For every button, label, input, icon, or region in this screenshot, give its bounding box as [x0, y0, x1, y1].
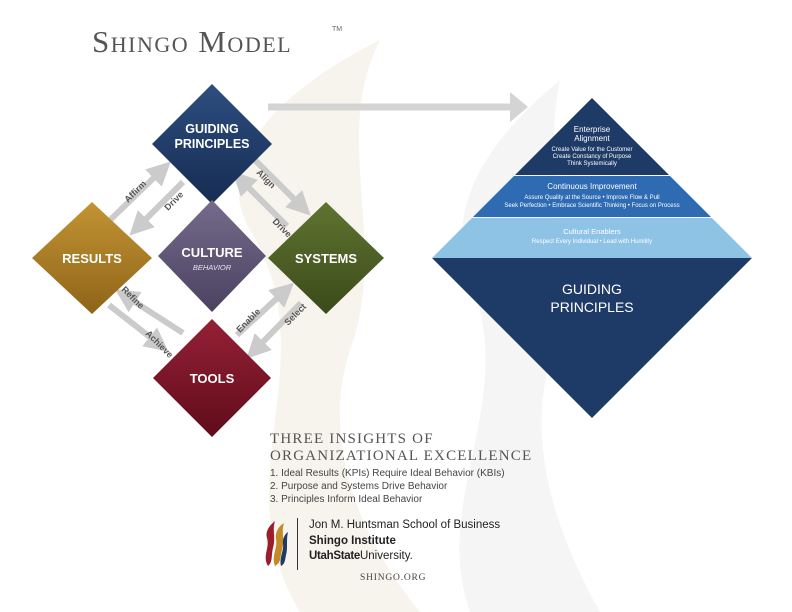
guiding-label-line2: PRINCIPLES [174, 137, 249, 151]
arrow-refine [114, 289, 185, 336]
pyramid-continuous-improvement [473, 176, 711, 217]
arrow-affirm [105, 161, 171, 225]
pyramid-guiding-line-1: GUIDING [562, 281, 622, 297]
enterprise-line-1: Create Value for the Customer [552, 147, 633, 153]
big-arrow-icon [268, 92, 528, 122]
insight-item-3: 3. Principles Inform Ideal Behavior [270, 494, 423, 505]
shingo-pyramid: Enterprise Alignment Create Value for th… [432, 98, 752, 418]
arrow-label-drive-right: Drive [271, 216, 294, 239]
arrow-label-drive-left: Drive [162, 189, 185, 212]
insights-title-line2: ORGANIZATIONAL EXCELLENCE [270, 448, 533, 464]
arrow-label-align: Align [255, 167, 278, 190]
school-name: Jon M. Huntsman School of Business [309, 519, 501, 531]
university-name-bold: UtahState [309, 550, 360, 562]
pyramid-cultural-enablers [432, 218, 752, 258]
continuous-line-2: Seek Perfection • Embrace Scientific Thi… [504, 203, 679, 209]
logo-divider [297, 518, 298, 570]
results-diamond: RESULTS [32, 202, 152, 314]
pyramid-enterprise-alignment [515, 98, 669, 175]
cultural-title: Cultural Enablers [563, 227, 621, 236]
results-label: RESULTS [62, 251, 122, 266]
arrow-label-achieve: Achieve [144, 328, 175, 359]
logo-text: Jon M. Huntsman School of Business Shing… [309, 518, 500, 564]
continuous-line-1: Assure Quality at the Source • Improve F… [524, 195, 659, 201]
enterprise-line-3: Think Systemically [567, 161, 617, 167]
systems-diamond: SYSTEMS [268, 202, 384, 314]
arrow-enable [234, 282, 294, 338]
enterprise-line-2: Create Constancy of Purpose [553, 154, 632, 160]
arrow-drive-right [232, 171, 290, 229]
guiding-principles-diamond: GUIDING PRINCIPLES [152, 84, 272, 204]
enterprise-title-2: Alignment [574, 134, 610, 143]
insight-item-1: 1. Ideal Results (KPIs) Require Ideal Be… [270, 468, 505, 479]
arrow-label-enable: Enable [234, 306, 262, 334]
website-link[interactable]: SHINGO.ORG [360, 573, 427, 583]
enterprise-title-1: Enterprise [574, 125, 611, 134]
arrow-align [251, 156, 311, 216]
insights-title-line1: THREE INSIGHTS OF [270, 431, 434, 447]
arrow-select [246, 300, 304, 359]
arrow-achieve [107, 302, 169, 352]
cultural-line-1: Respect Every Individual • Lead with Hum… [532, 239, 652, 245]
continuous-title: Continuous Improvement [547, 182, 637, 191]
pyramid-guiding-principles [432, 258, 752, 418]
guiding-label-line1: GUIDING [185, 122, 238, 136]
insight-item-2: 2. Purpose and Systems Drive Behavior [270, 481, 448, 492]
tools-label: TOOLS [190, 371, 235, 386]
arrow-label-affirm: Affirm [122, 179, 148, 205]
culture-label: CULTURE [181, 245, 242, 260]
trademark-mark: TM [332, 26, 343, 33]
university-name: UtahStateUniversity. [309, 549, 500, 564]
pyramid-guiding-line-2: PRINCIPLES [550, 299, 633, 315]
usu-flame-logo-icon [265, 521, 288, 566]
systems-label: SYSTEMS [295, 251, 357, 266]
university-name-regular: University. [359, 550, 413, 562]
insights-title: THREE INSIGHTS OF ORGANIZATIONAL EXCELLE… [270, 431, 532, 465]
insights-list: 1. Ideal Results (KPIs) Require Ideal Be… [270, 467, 505, 506]
tools-diamond: TOOLS [153, 319, 271, 437]
culture-diamond: CULTURE BEHAVIOR [158, 200, 266, 312]
page-title: Shingo Model [92, 24, 293, 59]
arrow-drive-left [129, 179, 186, 236]
behavior-label: BEHAVIOR [193, 263, 232, 272]
institute-name: Shingo Institute [309, 535, 396, 547]
